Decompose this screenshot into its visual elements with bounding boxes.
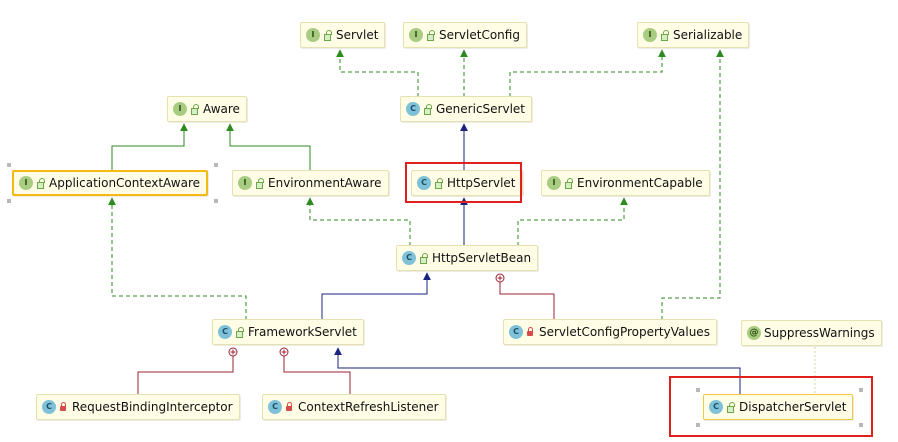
public-icon xyxy=(434,178,443,189)
annotation-icon: @ xyxy=(747,326,761,340)
class-icon: C xyxy=(509,325,523,339)
node-label: Aware xyxy=(203,102,240,116)
private-lock-icon xyxy=(285,402,293,412)
edge-frameworkservlet-appcontextaware xyxy=(108,197,247,320)
selection-handle[interactable] xyxy=(859,423,863,427)
node-applicationcontextaware[interactable]: I ApplicationContextAware xyxy=(12,170,209,196)
edge-genericservlet-serializable xyxy=(509,49,666,97)
node-label: DispatcherServlet xyxy=(739,400,847,414)
selection-handle[interactable] xyxy=(696,388,700,392)
interface-icon: I xyxy=(409,28,423,42)
class-icon: C xyxy=(417,176,431,190)
public-icon xyxy=(660,30,669,41)
public-icon xyxy=(255,178,264,189)
edge-httpservletbean-environmentcapable xyxy=(517,197,628,246)
edge-inner-contextrefreshlistener xyxy=(283,356,351,395)
interface-icon: I xyxy=(238,176,252,190)
node-label: ApplicationContextAware xyxy=(49,176,201,190)
node-servlet[interactable]: I Servlet xyxy=(300,22,386,48)
selection-handle[interactable] xyxy=(696,423,700,427)
node-frameworkservlet[interactable]: C FrameworkServlet xyxy=(212,319,364,345)
edge-appcontextaware-aware xyxy=(111,123,188,171)
node-servletconfigpropertyvalues[interactable]: C ServletConfigPropertyValues xyxy=(503,319,717,345)
class-icon: C xyxy=(402,251,416,265)
node-environmentaware[interactable]: I EnvironmentAware xyxy=(232,170,389,196)
public-icon xyxy=(426,30,435,41)
private-lock-icon xyxy=(59,402,67,412)
interface-icon: I xyxy=(19,176,33,190)
interface-icon: I xyxy=(306,28,320,42)
selection-handle[interactable] xyxy=(214,163,218,167)
private-lock-icon xyxy=(526,327,534,337)
edge-frameworkservlet-httpservletbean xyxy=(321,272,431,320)
node-requestbindinginterceptor[interactable]: C RequestBindingInterceptor xyxy=(36,394,240,420)
selection-handle[interactable] xyxy=(7,199,11,203)
node-genericservlet[interactable]: C GenericServlet xyxy=(400,96,532,122)
class-icon: C xyxy=(709,400,723,414)
public-icon xyxy=(726,402,735,413)
node-label: EnvironmentCapable xyxy=(577,176,703,190)
node-label: GenericServlet xyxy=(436,102,525,116)
public-icon xyxy=(419,253,428,264)
node-aware[interactable]: I Aware xyxy=(167,96,247,122)
public-icon xyxy=(323,30,332,41)
interface-icon: I xyxy=(547,176,561,190)
public-icon xyxy=(423,104,432,115)
selection-handle[interactable] xyxy=(859,388,863,392)
class-icon: C xyxy=(42,400,56,414)
interface-icon: I xyxy=(643,28,657,42)
edge-httpservletbean-environmentaware xyxy=(306,197,411,246)
node-label: Serializable xyxy=(673,28,743,42)
public-icon xyxy=(564,178,573,189)
public-icon xyxy=(190,104,199,115)
node-label: RequestBindingInterceptor xyxy=(72,400,233,414)
node-label: EnvironmentAware xyxy=(268,176,382,190)
node-environmentcapable[interactable]: I EnvironmentCapable xyxy=(541,170,710,196)
edge-inner-servletconfigpropertyvalues xyxy=(499,282,555,320)
node-servletconfig[interactable]: I ServletConfig xyxy=(403,22,527,48)
node-label: ServletConfig xyxy=(439,28,520,42)
edge-environmentaware-aware xyxy=(226,123,311,171)
node-label: ServletConfigPropertyValues xyxy=(539,325,710,339)
edge-genericservlet-servlet xyxy=(336,49,419,97)
node-httpservletbean[interactable]: C HttpServletBean xyxy=(396,245,539,271)
class-icon: C xyxy=(268,400,282,414)
node-label: SuppressWarnings xyxy=(764,326,875,340)
edge-servletconfigpropertyvalues-serializable xyxy=(661,49,724,320)
selection-handle[interactable] xyxy=(214,199,218,203)
class-icon: C xyxy=(218,325,232,339)
interface-icon: I xyxy=(173,102,187,116)
selection-handle[interactable] xyxy=(7,163,11,167)
public-icon xyxy=(36,178,45,189)
class-icon: C xyxy=(406,102,420,116)
node-label: FrameworkServlet xyxy=(248,325,357,339)
node-httpservlet[interactable]: C HttpServlet xyxy=(411,170,523,196)
public-icon xyxy=(235,327,244,338)
node-dispatcherservlet[interactable]: C DispatcherServlet xyxy=(703,394,854,420)
node-label: HttpServletBean xyxy=(432,251,532,265)
node-label: HttpServlet xyxy=(447,176,516,190)
node-label: ContextRefreshListener xyxy=(298,400,439,414)
edge-inner-requestbindinginterceptor xyxy=(137,356,234,395)
edge-dispatcherservlet-frameworkservlet xyxy=(334,347,741,395)
node-suppresswarnings[interactable]: @ SuppressWarnings xyxy=(741,320,882,346)
node-contextrefreshlistener[interactable]: C ContextRefreshListener xyxy=(262,394,446,420)
node-label: Servlet xyxy=(336,28,379,42)
node-serializable[interactable]: I Serializable xyxy=(637,22,750,48)
